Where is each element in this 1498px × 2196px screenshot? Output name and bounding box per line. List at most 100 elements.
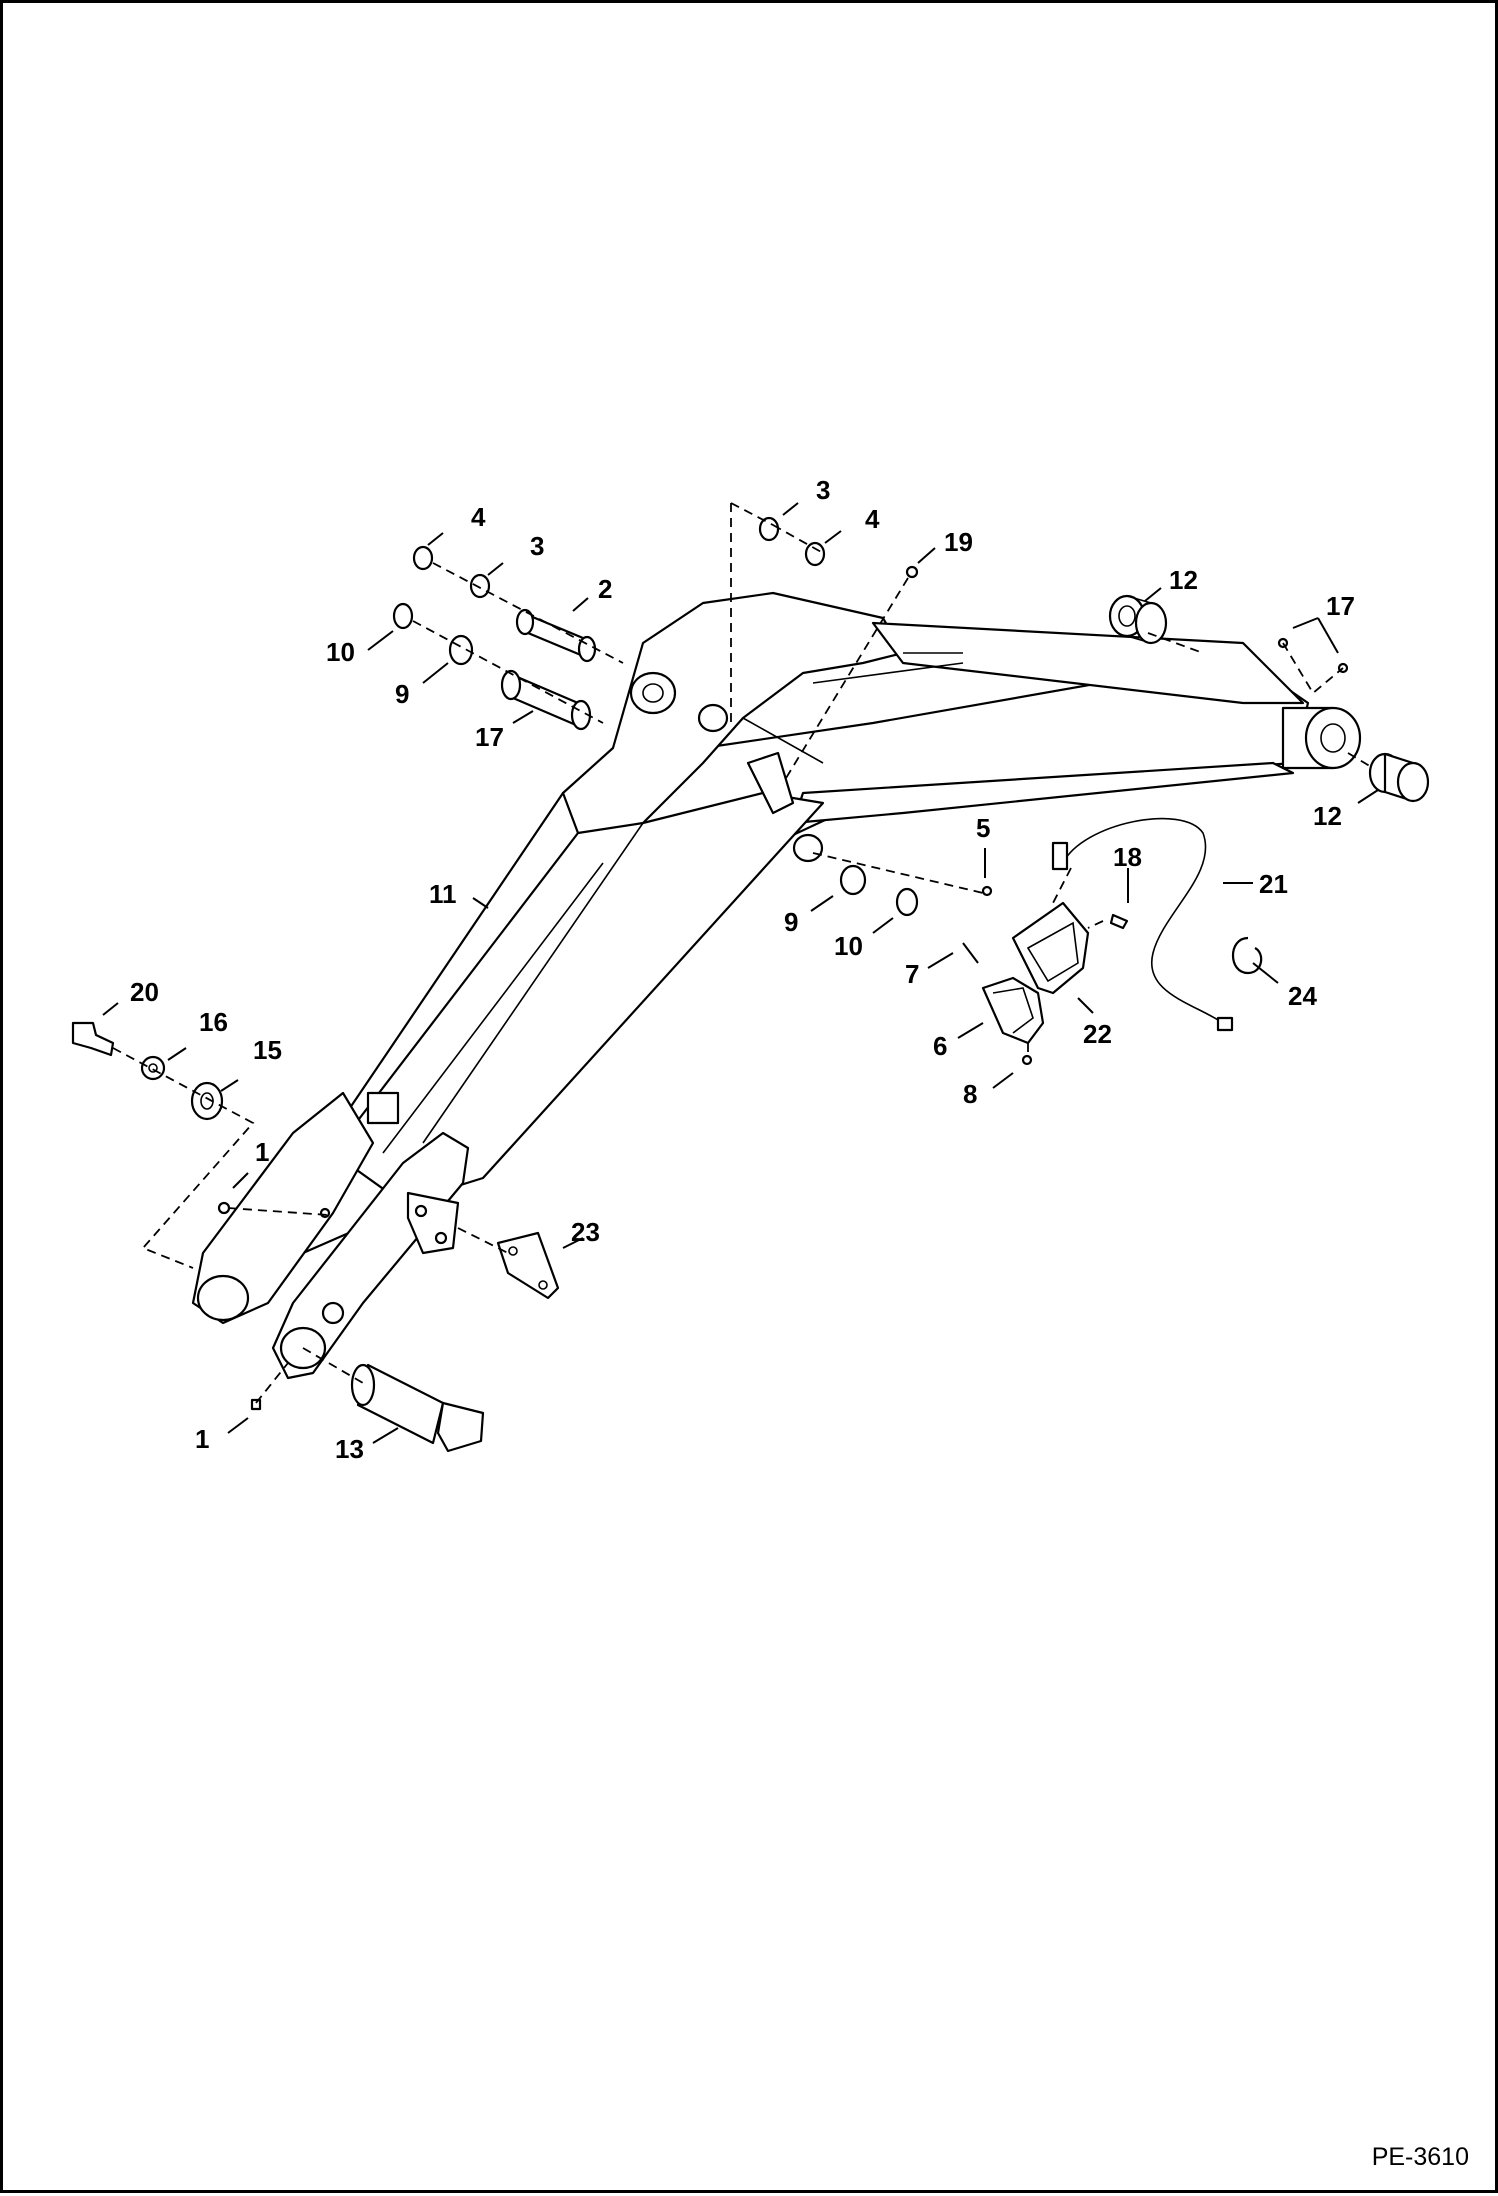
leader-line <box>367 630 394 651</box>
assembly-line <box>730 502 824 723</box>
knuckle-hole <box>629 671 677 715</box>
assembly-line <box>1147 632 1204 654</box>
callout-number: 21 <box>1259 869 1288 899</box>
assembly-line <box>112 1047 255 1269</box>
leader-line <box>487 562 504 576</box>
leader-line <box>572 597 589 612</box>
callout-number: 1 <box>195 1424 209 1454</box>
leader-line <box>782 502 799 516</box>
pin-lock-tab <box>321 1301 345 1325</box>
leader-line <box>220 1079 239 1092</box>
leader-line <box>810 895 834 912</box>
callout-number: 10 <box>326 637 355 667</box>
callout-number: 8 <box>963 1079 977 1109</box>
part-6-light-lens <box>992 987 1034 1034</box>
keeper-bolt-hole <box>414 1204 428 1218</box>
callout-number: 6 <box>933 1031 947 1061</box>
callout-number: 19 <box>944 527 973 557</box>
callout-number: 17 <box>1326 591 1355 621</box>
assembly-line <box>1087 920 1104 929</box>
leader-line <box>824 530 842 544</box>
part-15-washer <box>140 1055 166 1081</box>
callout-number: 4 <box>471 502 486 532</box>
assembly-line <box>302 1347 364 1384</box>
leader-line <box>872 917 894 934</box>
assembly-line <box>1052 867 1072 904</box>
leader-line <box>1292 617 1319 629</box>
plate-hole <box>508 1246 518 1256</box>
keeper-bolt-hole <box>434 1231 448 1245</box>
knuckle-hole <box>697 703 729 733</box>
part-20-bolt <box>71 1021 115 1057</box>
exploded-parts-diagram: 4 3 2 10 9 17 3 4 19 12 17 12 5 18 21 9 … <box>71 475 1469 2171</box>
assembly-line <box>782 577 909 784</box>
part-15-washer-hole <box>148 1063 158 1073</box>
callout-number: 18 <box>1113 842 1142 872</box>
part-12-bushing-far <box>1134 601 1168 645</box>
callout-number: 1 <box>255 1137 269 1167</box>
leader-line <box>562 1237 584 1249</box>
callout-number: 5 <box>976 813 990 843</box>
callout-number: 2 <box>598 574 612 604</box>
part-18-screw <box>1109 913 1129 930</box>
callout-number: 12 <box>1313 801 1342 831</box>
leader-line <box>422 662 449 684</box>
part-3-oring <box>469 573 491 599</box>
leader-line <box>167 1047 187 1061</box>
part-13-pin-lock-plate <box>436 1401 485 1453</box>
leader-line <box>927 952 954 969</box>
assembly-line <box>457 1227 509 1254</box>
assembly-line <box>1347 752 1374 769</box>
callout-labels: 4 3 2 10 9 17 3 4 19 12 17 12 5 18 21 9 … <box>130 475 1355 1464</box>
assembly-line <box>812 852 984 894</box>
leader-line <box>1357 789 1379 804</box>
callout-number: 16 <box>199 1007 228 1037</box>
arm-clevis <box>191 1091 470 1380</box>
callout-number: 7 <box>905 959 919 989</box>
callout-number: 17 <box>475 722 504 752</box>
callout-number: 15 <box>253 1035 282 1065</box>
clevis-keeper-plate <box>406 1191 460 1255</box>
mid-boss-hole <box>792 833 824 863</box>
part-1-grease-fitting <box>250 1398 262 1411</box>
leader-line <box>1144 587 1162 602</box>
part-12-bushing-end <box>1396 761 1430 803</box>
leader-line <box>1317 617 1339 654</box>
grease-point <box>319 1207 331 1219</box>
leader-line <box>992 1072 1014 1089</box>
callout-number: 3 <box>530 531 544 561</box>
plate-hole <box>538 1280 548 1290</box>
leader-line <box>957 1022 984 1039</box>
leader-line <box>1077 997 1094 1014</box>
part-5-screw <box>981 885 993 897</box>
callout-number: 13 <box>335 1434 364 1464</box>
part-1-grease-fitting <box>217 1201 231 1215</box>
part-21-connector <box>1216 1016 1234 1032</box>
callout-number: 23 <box>571 1217 600 1247</box>
callout-number: 11 <box>429 879 457 909</box>
callout-number: 24 <box>1288 981 1317 1011</box>
clevis-block <box>366 1091 400 1125</box>
part-23-plate <box>496 1231 560 1300</box>
leader-line <box>1252 962 1279 984</box>
leader-line <box>232 1172 249 1189</box>
part-13-pin-end <box>350 1363 376 1407</box>
part-6-work-light <box>981 976 1045 1045</box>
callout-number: 12 <box>1169 565 1198 595</box>
arm-main-diagonal <box>331 791 825 1205</box>
assembly-line <box>1282 642 1344 695</box>
arm-assembly <box>231 591 1362 1255</box>
arm-right-end-eye <box>1304 706 1362 770</box>
callout-number: 9 <box>395 679 409 709</box>
part-10-seal-ring <box>895 887 919 917</box>
part-8-screw <box>1021 1054 1033 1066</box>
callout-number: 20 <box>130 977 159 1007</box>
figure-reference: PE-3610 <box>1372 2143 1469 2171</box>
part-7-screw <box>962 942 979 964</box>
knuckle-hole-inner <box>642 683 664 703</box>
assembly-line <box>255 1362 289 1404</box>
part-10-seal-ring <box>392 602 414 630</box>
assembly-lines <box>112 502 1374 1404</box>
part-9-shim <box>839 864 867 896</box>
